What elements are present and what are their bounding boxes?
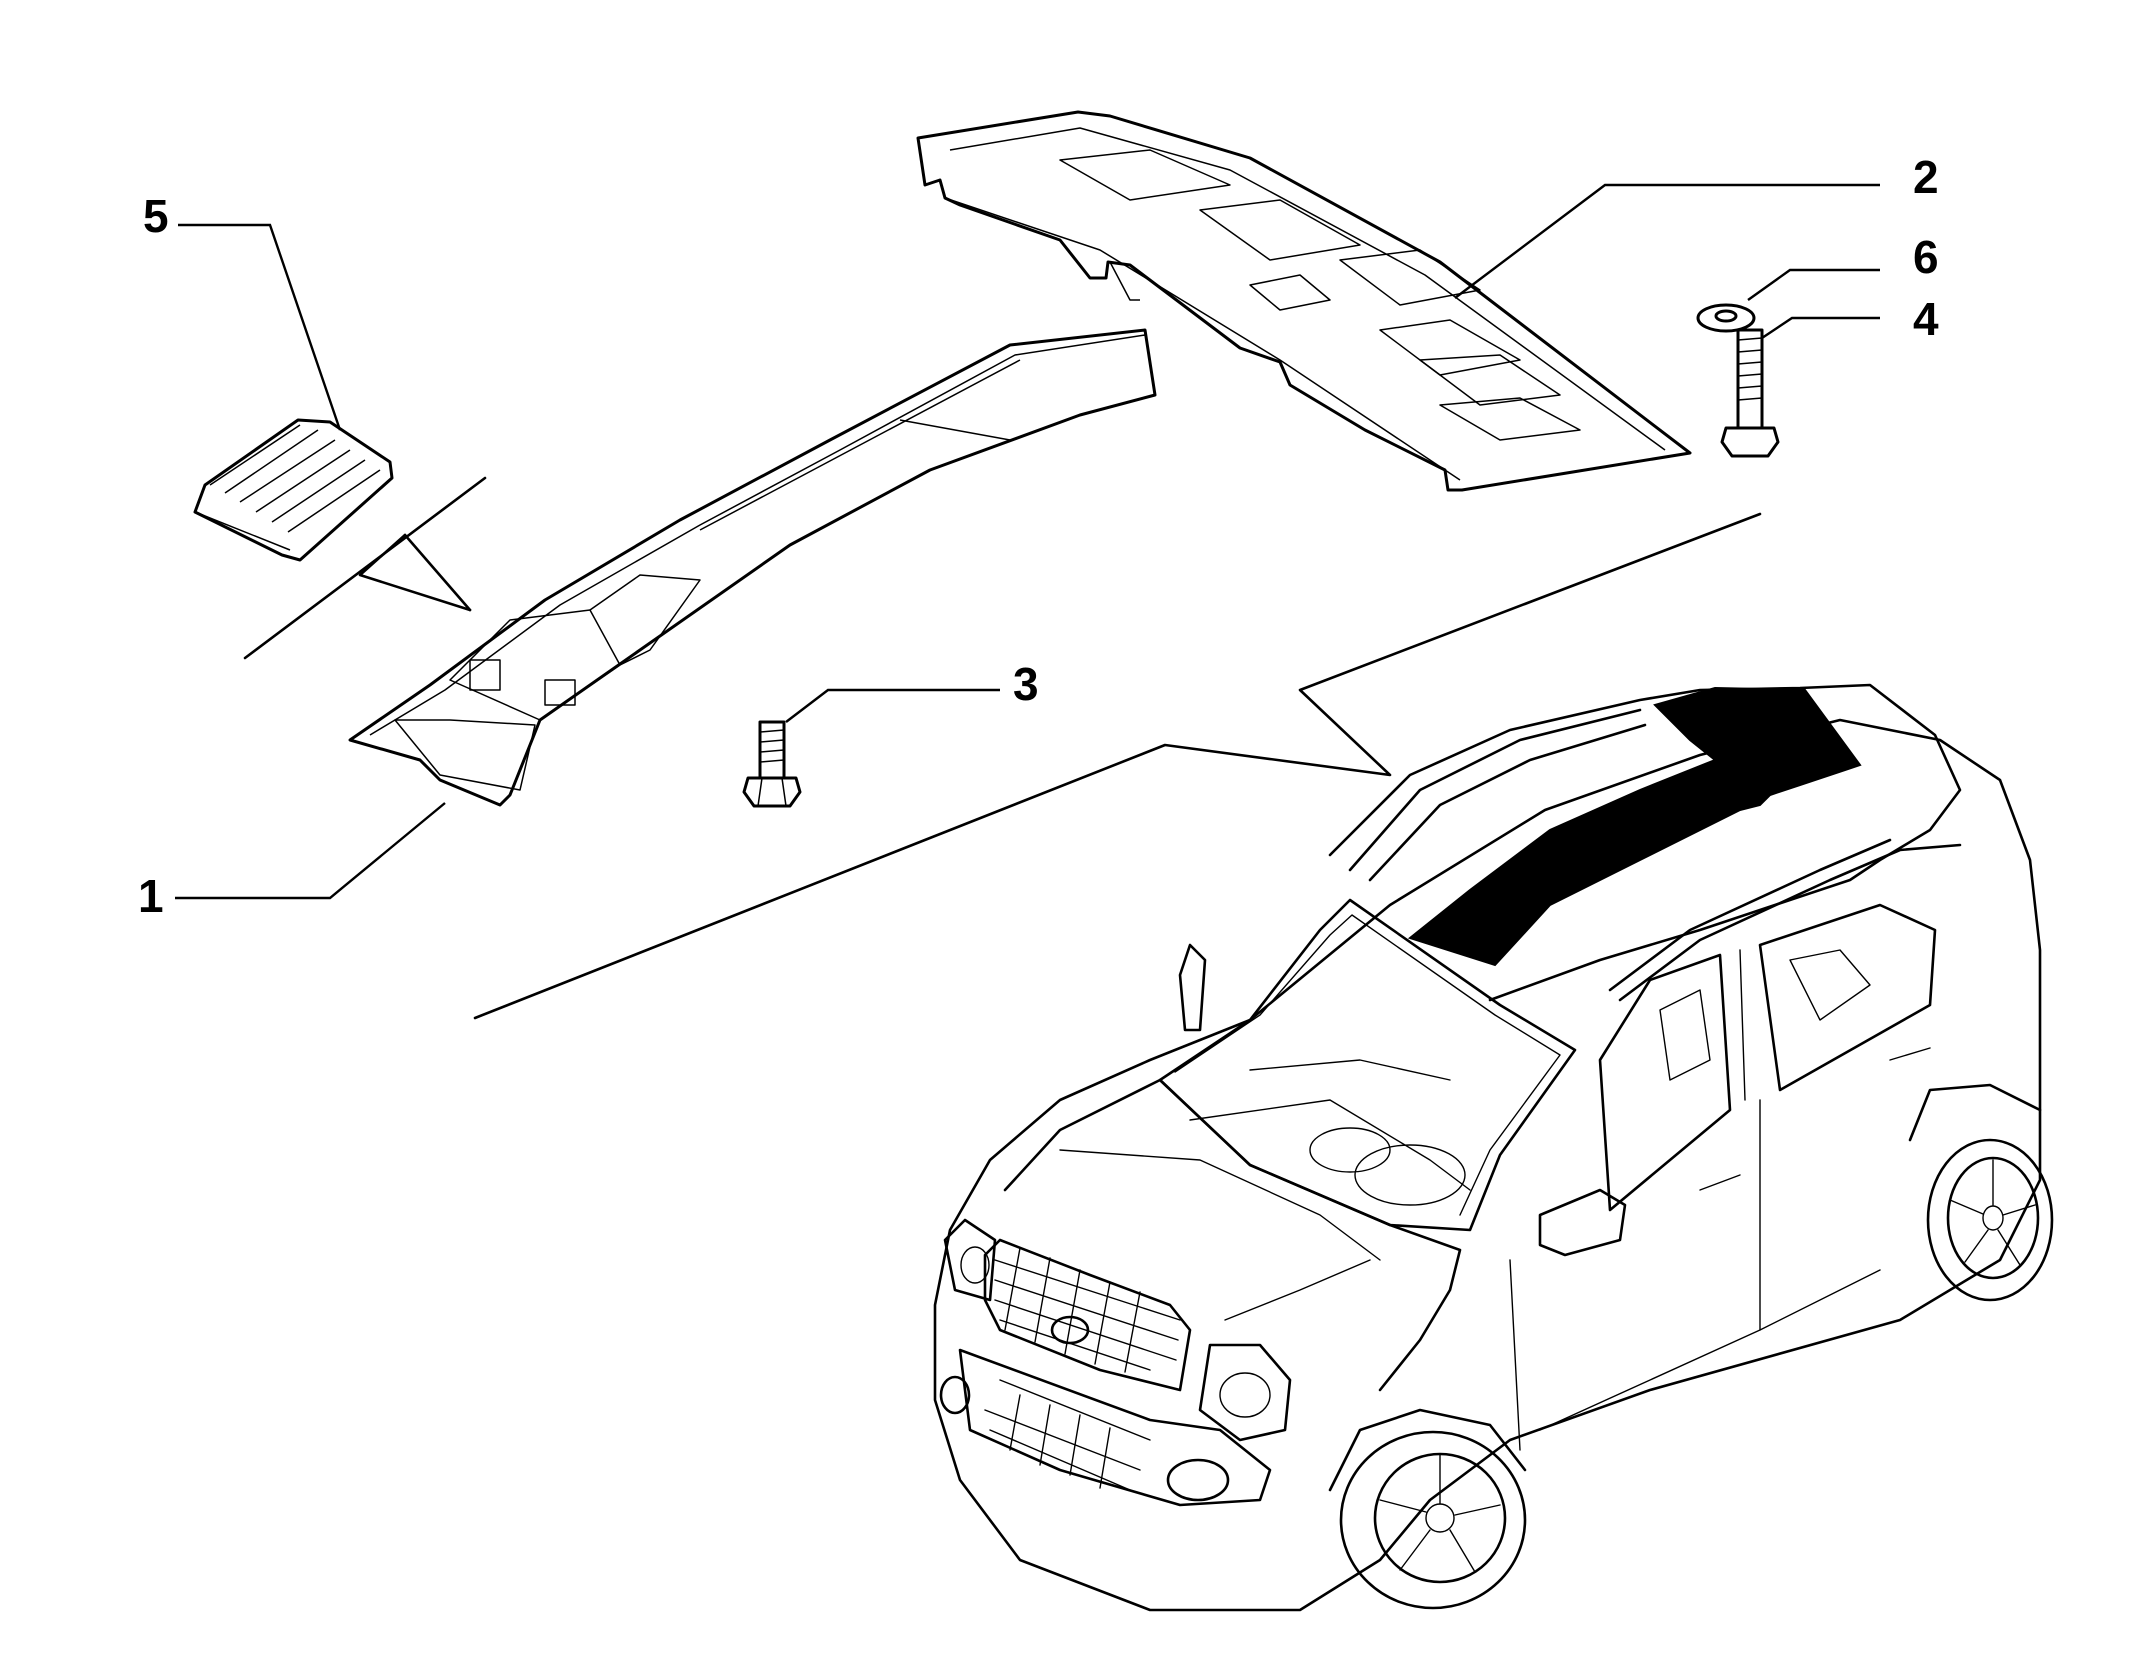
roof-trim-part[interactable] [348,328,1157,807]
callout-6: 6 [1913,231,1939,283]
callout-labels: 1 2 3 4 5 6 [138,151,1939,922]
leader-5 [178,223,342,431]
leader-3 [785,688,1000,723]
bolt-part[interactable] [742,720,802,808]
callout-3: 3 [1013,658,1039,710]
leader-lines [175,183,1880,900]
callout-2: 2 [1913,151,1939,203]
washer-part[interactable] [1696,303,1756,333]
zoom-outline [243,476,1762,1020]
leader-1 [175,802,446,900]
bolt-part-right[interactable] [1720,328,1780,458]
leader-4 [1761,316,1880,339]
callout-4: 4 [1913,293,1939,345]
roof-spoiler-part[interactable] [916,110,1692,492]
callout-5: 5 [143,190,169,242]
roof-pad-part[interactable] [193,418,394,562]
leader-6 [1747,268,1880,301]
leader-2 [1454,183,1880,299]
vehicle-illustration [933,683,2054,1612]
callout-1: 1 [138,870,164,922]
